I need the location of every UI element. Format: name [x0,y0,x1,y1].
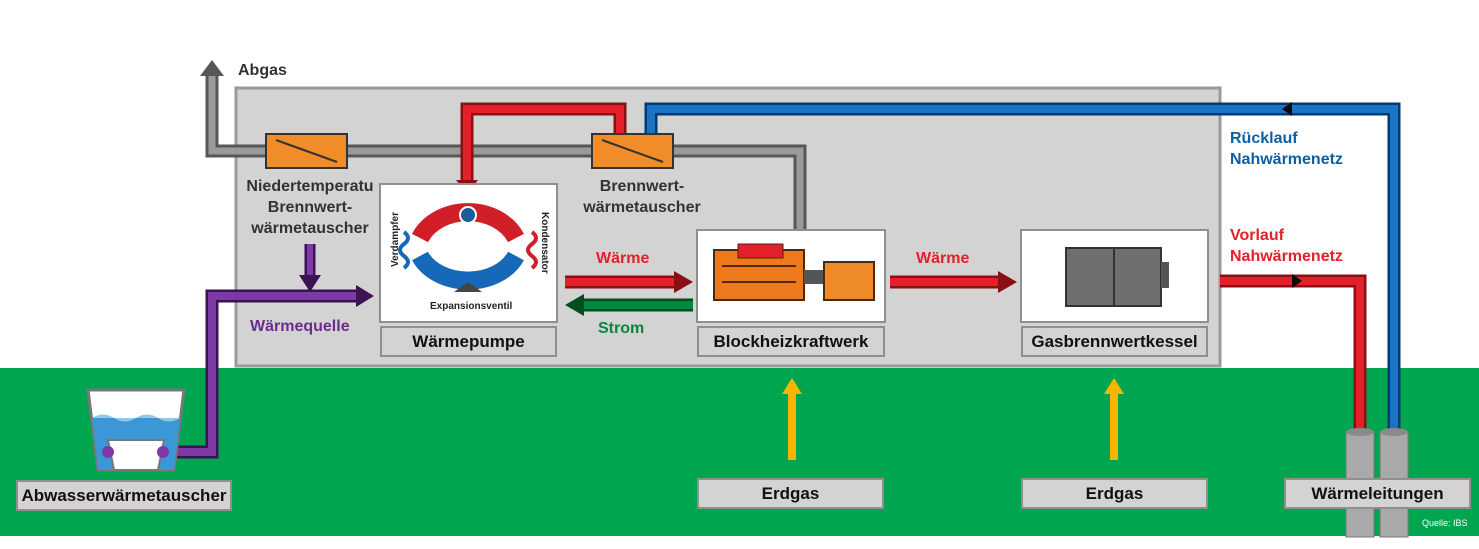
exhaust-arrow [200,60,224,76]
heat-pump-box: Wärmepumpe [380,326,557,357]
heat-label-2: Wärme [916,250,970,267]
heat-pump-cycle-graphic [398,203,538,292]
condenser-label: Kondensator [539,212,550,274]
natural-gas-box-1: Erdgas [697,478,884,509]
return-label-line2: Nahwärmenetz [1230,151,1343,168]
return-label-line1: Rücklauf [1230,130,1298,147]
nt-label-line1: Niedertemperatu [246,178,374,195]
power-label: Strom [598,320,645,337]
heat-label-1: Wärme [596,250,650,267]
gas-boiler-graphic [1065,247,1169,307]
abgas-label: Abgas [238,62,287,79]
wastewater-exchanger-box: Abwasserwärmetauscher [16,480,232,511]
supply-arrow [1292,274,1302,288]
gas-arrow-1 [782,378,802,460]
condensing-exchanger-label: Brennwert- wärmetauscher [578,176,706,218]
bw-label-line2: wärmetauscher [583,199,701,216]
supply-label-line2: Nahwärmenetz [1230,248,1343,265]
bw-label-line1: Brennwert- [599,178,685,195]
gas-boiler-box: Gasbrennwertkessel [1021,326,1208,357]
wastewater-bucket [86,388,186,472]
nt-label-line3: wärmetauscher [251,220,369,237]
evaporator-label: Verdampfer [390,212,401,268]
heat-pipes-box: Wärmeleitungen [1284,478,1471,509]
return-arrow [1282,102,1292,116]
supply-label-line1: Vorlauf [1230,227,1284,244]
chp-engine-graphic [713,243,875,301]
low-temp-exchanger-label: Niedertemperatu Brennwert- wärmetauscher [236,176,384,239]
nt-label-line2: Brennwert- [267,199,353,216]
low-temp-heat-exchanger [265,133,348,169]
return-label: Rücklauf Nahwärmenetz [1230,128,1343,170]
chp-box: Blockheizkraftwerk [697,326,885,357]
supply-label: Vorlauf Nahwärmenetz [1230,225,1343,267]
compressor-label: Verdichter [448,238,497,249]
condensing-heat-exchanger [591,133,674,169]
source-credit: Quelle: IBS [1422,518,1468,528]
expansion-valve-label: Expansionsventil [430,301,513,312]
gas-arrow-2 [1104,378,1124,460]
natural-gas-box-2: Erdgas [1021,478,1208,509]
heat-source-label: Wärmequelle [250,318,350,335]
